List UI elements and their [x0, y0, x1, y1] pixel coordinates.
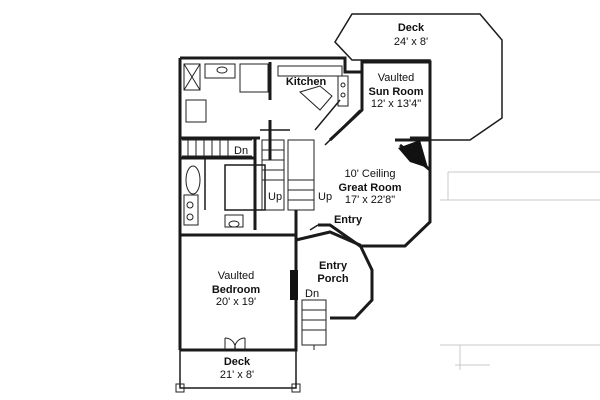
deck-top: Deck 24' x 8': [334, 13, 503, 141]
bedroom-name: Bedroom: [212, 284, 261, 296]
bath-fixtures-lower: [183, 165, 244, 228]
sun-room-size: 12' x 13'4": [371, 98, 421, 110]
bath-fixtures-top: [183, 63, 269, 123]
entry-label: Entry: [334, 214, 363, 226]
bedroom-size: 20' x 19': [216, 296, 256, 308]
stair-up-left-label: Up: [268, 191, 282, 203]
deck-bottom-name: Deck: [224, 356, 251, 368]
great-room-name: Great Room: [339, 182, 402, 194]
kitchen-fixtures: [277, 65, 349, 111]
sun-room-bay: [328, 62, 431, 172]
stair-dn-hall-label: Dn: [234, 145, 248, 157]
sun-room-qualifier: Vaulted: [378, 72, 415, 84]
entry-porch-label-line2: Porch: [317, 273, 348, 285]
stair-up-right-label: Up: [318, 191, 332, 203]
kitchen-label: Kitchen: [286, 76, 327, 88]
background-lines: [440, 171, 600, 370]
entry-porch: Dn: [290, 224, 374, 350]
room-labels: Kitchen Vaulted Sun Room 12' x 13'4" 10'…: [212, 72, 424, 381]
deck-top-name: Deck: [398, 22, 425, 34]
stair-central: Up Up: [261, 139, 332, 211]
entry-porch-label-line1: Entry: [319, 260, 348, 272]
bedroom-qualifier: Vaulted: [218, 270, 255, 282]
sun-room-name: Sun Room: [369, 86, 424, 98]
deck-bottom-size: 21' x 8': [220, 369, 254, 381]
deck-top-size: 24' x 8': [394, 36, 428, 48]
stair-hall: Dn: [182, 139, 252, 157]
great-room-qualifier: 10' Ceiling: [344, 168, 395, 180]
bedroom-door: [224, 337, 246, 351]
great-room-size: 17' x 22'8": [345, 194, 395, 206]
deck-bottom: [175, 350, 301, 393]
stair-dn-porch-label: Dn: [305, 288, 319, 300]
